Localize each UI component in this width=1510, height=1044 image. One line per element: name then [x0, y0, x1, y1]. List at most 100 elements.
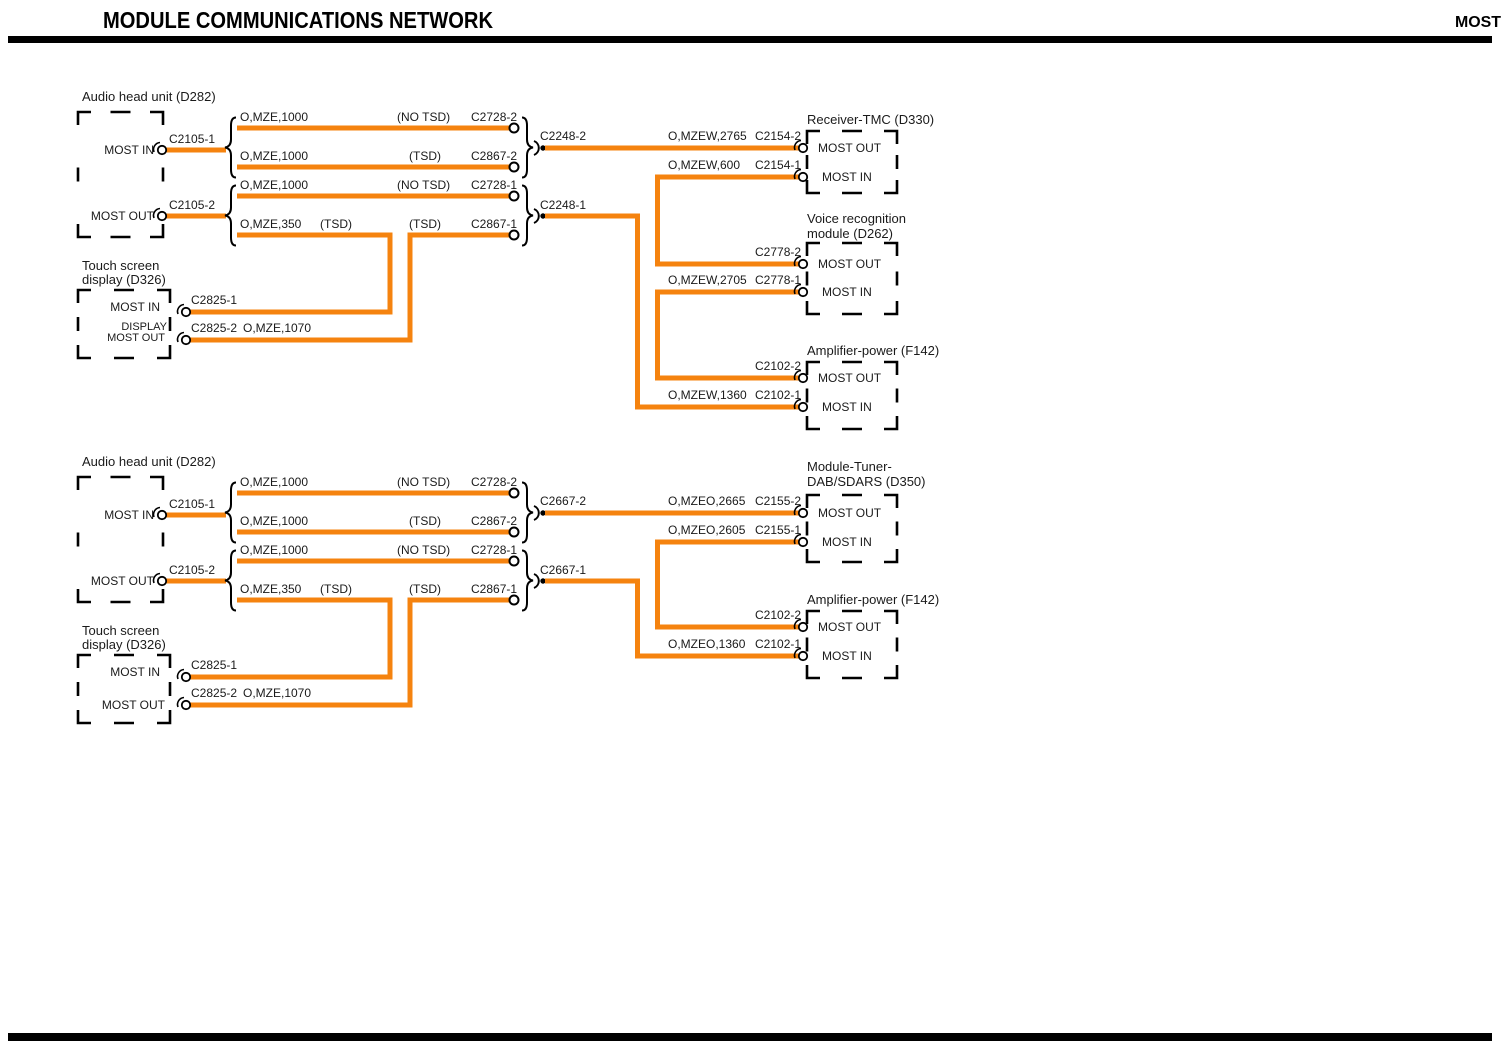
wire-variant: (TSD) [320, 582, 352, 596]
connector-label: C2778-2 [755, 245, 801, 259]
module-title-touchscreen: display (D326) [82, 637, 166, 652]
port-label-most-in: MOST IN [822, 170, 872, 184]
connector-pin-hook-icon [176, 668, 185, 680]
wire-end-terminal-icon [508, 122, 520, 134]
wire-variant: (NO TSD) [397, 543, 450, 557]
connector-label: C2248-1 [540, 198, 586, 212]
connector-pin-hook-icon [152, 572, 161, 584]
connector-label: C2105-2 [169, 563, 215, 577]
module-box-touchscreen [76, 653, 172, 725]
connector-pin-hook-icon [793, 168, 802, 180]
port-label-most-out: MOST OUT [91, 574, 155, 588]
connector-label: C2825-1 [191, 293, 237, 307]
header-rule [8, 36, 1492, 43]
wire-spec: O,MZE,1000 [240, 178, 308, 192]
wire-variant: (TSD) [409, 217, 441, 231]
module-title-touchscreen: Touch screen [82, 623, 159, 638]
wire-spec: O,MZEW,600 [668, 158, 740, 172]
connector-label: C2867-2 [471, 514, 517, 528]
connector-label: C2154-2 [755, 129, 801, 143]
module-title-tmc: Receiver-TMC (D330) [807, 112, 934, 127]
connector-pin-hook-icon [793, 618, 802, 630]
inline-connector-dot [540, 578, 546, 584]
wire-spec: O,MZEO,1360 [668, 637, 746, 651]
inline-connector-icon [533, 505, 540, 521]
connector-pin-icon [156, 575, 168, 587]
module-box-tmc [805, 129, 899, 195]
module-box-audio [76, 110, 165, 239]
split-brace [224, 549, 237, 612]
wire-end-terminal-icon [508, 487, 520, 499]
connector-label: C2867-2 [471, 149, 517, 163]
connector-pin-icon [797, 142, 809, 154]
wire [190, 232, 393, 315]
wire [190, 597, 509, 708]
wire-spec: O,MZE,1070 [243, 321, 311, 335]
split-brace [224, 184, 237, 247]
connector-label: C2155-2 [755, 494, 801, 508]
connector-pin-icon [797, 507, 809, 519]
wire-end-terminal-icon [508, 190, 520, 202]
page-header: MODULE COMMUNICATIONS NETWORK MOST [8, 7, 1501, 43]
wire-spec: O,MZE,350 [240, 582, 302, 596]
connector-label: C2728-2 [471, 475, 517, 489]
connector-pins [152, 504, 809, 711]
connector-pin-icon [797, 621, 809, 633]
merge-brace [521, 549, 534, 612]
port-label-most-out: MOST OUT [102, 698, 166, 712]
port-label-most-in: MOST IN [110, 300, 160, 314]
connector-pin-hook-icon [793, 369, 802, 381]
port-label-most-out: MOST OUT [107, 332, 165, 344]
wire-variant: (TSD) [409, 149, 441, 163]
port-label-most-in: MOST IN [822, 535, 872, 549]
wire-end-terminal-icon [508, 229, 520, 241]
wire-spec: O,MZE,1070 [243, 686, 311, 700]
wire-spec: O,MZEW,2705 [668, 273, 747, 287]
connector-label: C2102-2 [755, 359, 801, 373]
connector-label: C2667-1 [540, 563, 586, 577]
merge-brace [521, 184, 534, 247]
connector-pin-hook-icon [152, 141, 161, 153]
wire [655, 539, 799, 630]
wire-variant: (NO TSD) [397, 178, 450, 192]
wire-spec: O,MZE,1000 [240, 543, 308, 557]
connector-pin-icon [156, 509, 168, 521]
section-bottom: Audio head unit (D282) MOST IN C2105-1 M… [76, 454, 939, 725]
connector-pin-hook-icon [793, 255, 802, 267]
module-box-amp [805, 609, 899, 680]
wire-end-terminal-icon [508, 555, 520, 567]
connector-label: C2102-2 [755, 608, 801, 622]
port-label-most-in: MOST IN [104, 143, 154, 157]
connector-label: C2102-1 [755, 388, 801, 402]
port-label-most-out: MOST OUT [818, 257, 882, 271]
wire-spec: O,MZE,1000 [240, 475, 308, 489]
page-corner-label: MOST [1455, 14, 1501, 31]
connector-label: C2105-1 [169, 132, 215, 146]
module-box-tuner [805, 493, 899, 564]
port-label-most-in: MOST IN [822, 649, 872, 663]
wire-spec: O,MZEO,2605 [668, 523, 746, 537]
wire-end-terminal-icon [508, 526, 520, 538]
module-title-audio: Audio head unit (D282) [82, 454, 216, 469]
wire [655, 289, 799, 381]
connector-pin-icon [797, 258, 809, 270]
inline-connector-icon [533, 573, 540, 589]
connector-pin-hook-icon [793, 398, 802, 410]
connector-label: C2867-1 [471, 582, 517, 596]
connector-pin-icon [797, 171, 809, 183]
wire-spec: O,MZEW,2765 [668, 129, 747, 143]
module-box-audio [76, 475, 165, 604]
wire [545, 578, 799, 659]
wire-spec: O,MZEW,1360 [668, 388, 747, 402]
merge-brace [521, 481, 534, 544]
module-title-voice: module (D262) [807, 226, 893, 241]
connector-label: C2102-1 [755, 637, 801, 651]
wire [545, 213, 799, 410]
connector-label: C2825-1 [191, 658, 237, 672]
connector-pin-hook-icon [793, 139, 802, 151]
connector-label: C2248-2 [540, 129, 586, 143]
connector-label: C2155-1 [755, 523, 801, 537]
connector-pin-hook-icon [793, 504, 802, 516]
wire-spec: O,MZE,1000 [240, 514, 308, 528]
